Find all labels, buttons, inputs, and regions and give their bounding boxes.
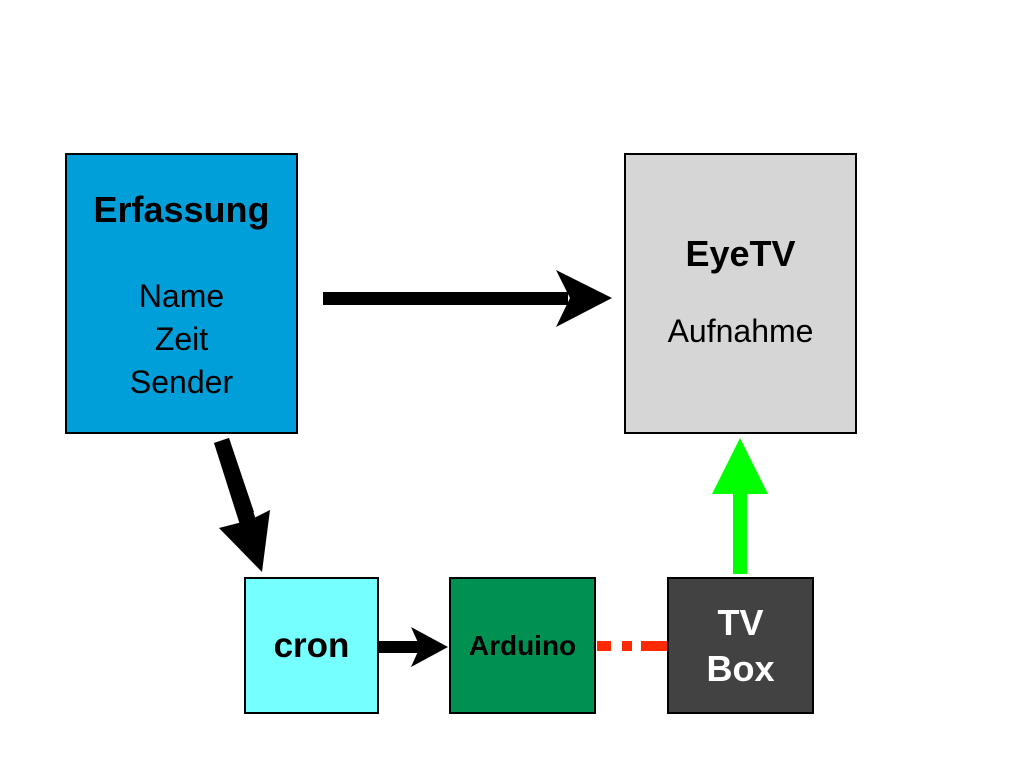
arrow-erfassung-to-cron [214,438,270,572]
node-eyetv: EyeTV Aufnahme [624,153,857,434]
node-erfassung: Erfassung Name Zeit Sender [65,153,298,434]
node-tvbox-title-line-2: Box [706,647,775,689]
arrow-tvbox-to-eyetv [712,438,768,574]
node-erfassung-fields: Name Zeit Sender [130,275,233,404]
node-cron: cron [244,577,379,714]
dashed-link-arduino-to-tvbox [597,641,668,651]
field-zeit: Zeit [154,321,209,357]
node-arduino: Arduino [449,577,596,714]
node-eyetv-title: EyeTV [685,233,796,274]
field-sender: Sender [129,364,234,400]
node-erfassung-title: Erfassung [93,189,270,230]
node-eyetv-subtitle: Aufnahme [667,313,814,349]
node-arduino-title: Arduino [468,629,577,661]
node-cron-title: cron [273,625,350,665]
arrow-cron-to-arduino [379,627,448,667]
node-tvbox-title-line-1: TV [717,601,764,643]
node-tvbox: TV Box [667,577,814,714]
arrow-erfassung-to-eyetv [323,270,612,327]
field-name: Name [138,278,225,314]
